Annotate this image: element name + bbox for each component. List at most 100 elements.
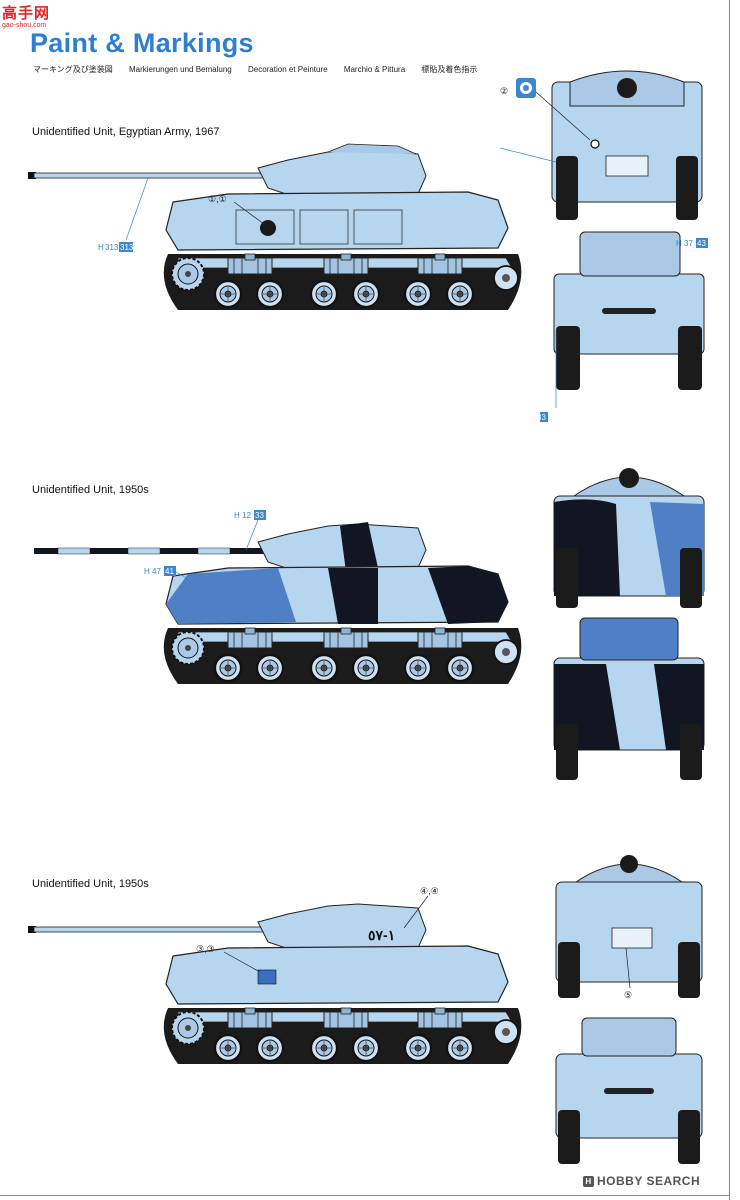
road-wheel <box>351 653 381 683</box>
road-wheel <box>309 279 339 309</box>
gun-mantlet <box>619 468 639 488</box>
road-wheel <box>445 279 475 309</box>
svg-text:H: H <box>234 511 240 520</box>
road-wheel <box>213 1033 243 1063</box>
tank-side-view-2: H 12 33 H 47 41 <box>34 510 522 684</box>
turret-number-marking: ١-٥٧ <box>368 927 395 943</box>
hull-black-band <box>328 568 378 624</box>
svg-text:43: 43 <box>697 239 706 248</box>
gun-barrel <box>33 172 265 179</box>
road-wheel <box>445 653 475 683</box>
turret <box>257 903 427 953</box>
svg-text:313: 313 <box>105 243 119 252</box>
tank-side-view-3: ١-٥٧ ④,④ ③,③ <box>28 886 522 1064</box>
hull-panel <box>353 209 403 245</box>
hull-panel <box>235 209 295 245</box>
tank-front-view-3: ⑤ <box>555 855 703 1000</box>
muzzle-brake <box>28 926 36 933</box>
number-plate <box>611 927 653 949</box>
track-right <box>678 942 700 998</box>
svg-text:H: H <box>676 239 682 248</box>
road-wheel <box>445 1033 475 1063</box>
road-wheel <box>351 279 381 309</box>
turret-black-band <box>340 522 378 572</box>
drive-sprocket <box>171 1011 205 1045</box>
road-wheel <box>213 653 243 683</box>
svg-text:12: 12 <box>242 511 251 520</box>
subtitle-cn: 標貼及着色指示 <box>421 65 478 74</box>
track-right <box>678 1110 700 1164</box>
callout-hull-paint: H 47 41 <box>144 566 219 597</box>
track-left <box>558 942 580 998</box>
track-left <box>556 548 578 608</box>
frame-line-bottom <box>0 1195 730 1196</box>
svg-text:33: 33 <box>255 511 264 520</box>
callout-front-plate: ⑤ <box>624 947 632 1000</box>
tank-front-view-1: ② H 18 28 <box>500 70 703 220</box>
tank-rear-view-1: H 37 43 H 12 33 <box>540 231 708 422</box>
number-plate <box>605 155 649 177</box>
gun-barrel <box>33 926 265 933</box>
road-wheel <box>255 1033 285 1063</box>
drive-sprocket <box>171 631 205 665</box>
section-3-label: Unidentified Unit, 1950s <box>32 878 149 890</box>
turret-rear <box>581 1017 677 1057</box>
svg-text:41: 41 <box>165 567 174 576</box>
site-logo: 高手网 gao-shou.com <box>2 5 51 29</box>
svg-text:①,①: ①,① <box>208 194 227 204</box>
track-right <box>676 156 698 220</box>
tank-rear-view-2 <box>553 617 705 780</box>
roundel-marking <box>590 139 600 149</box>
callout-turret-paint: H 12 33 <box>234 510 266 551</box>
frame-line-right <box>729 0 730 1200</box>
road-wheel <box>255 279 285 309</box>
tank-front-view-2 <box>553 468 705 608</box>
barrel-stripe <box>127 547 161 555</box>
callout-rear-upper: H 37 43 <box>676 238 708 248</box>
hull-blue-band <box>166 568 296 624</box>
turret-rear <box>579 617 679 661</box>
exhaust-deflector <box>602 308 656 314</box>
section-2-label: Unidentified Unit, 1950s <box>32 484 149 496</box>
road-wheel <box>403 653 433 683</box>
turret-bustle <box>327 143 417 155</box>
track-left <box>558 1110 580 1164</box>
callout-side-marking: ①,① <box>208 194 265 225</box>
svg-text:③,③: ③,③ <box>196 944 215 954</box>
page-title: Paint & Markings <box>30 28 254 58</box>
hull-panel <box>299 209 349 245</box>
svg-text:37: 37 <box>684 239 693 248</box>
gun-mantlet <box>620 855 638 873</box>
subtitle-it: Marchio & Pittura <box>343 65 406 74</box>
idler-wheel <box>493 265 519 291</box>
turret <box>257 149 427 199</box>
svg-text:H: H <box>98 243 104 252</box>
idler-wheel <box>493 1019 519 1045</box>
subtitle-de: Markierungen und Bemalung <box>129 65 232 74</box>
road-wheel <box>255 653 285 683</box>
subtitle-row: マーキング及び塗装図 Markierungen und Bemalung Dec… <box>33 64 491 75</box>
subtitle-fr: Decoration et Peinture <box>247 65 328 74</box>
svg-text:313: 313 <box>120 243 134 252</box>
track-left <box>556 724 578 780</box>
callout-front-paint: H 18 28 <box>500 147 557 163</box>
barrel-stripe <box>197 547 231 555</box>
road-wheel <box>351 1033 381 1063</box>
barrel-stripe <box>57 547 91 555</box>
callout-gun: H 313 313 <box>98 177 149 252</box>
subtitle-jp: マーキング及び塗装図 <box>33 65 113 74</box>
road-wheel <box>213 279 243 309</box>
callout-hull-marking: ③,③ <box>196 944 261 973</box>
tank-rear-view-3 <box>555 1017 703 1164</box>
track-right <box>680 548 702 608</box>
hull <box>165 945 509 1005</box>
callout-turret-marking: ④,④ <box>403 886 439 929</box>
svg-text:②: ② <box>500 86 508 96</box>
hull-flag-marking <box>257 969 277 985</box>
svg-text:33: 33 <box>540 413 546 422</box>
section-1-label: Unidentified Unit, Egyptian Army, 1967 <box>32 126 220 138</box>
track-right <box>678 326 702 390</box>
track-left <box>556 156 578 220</box>
hull <box>165 191 509 251</box>
